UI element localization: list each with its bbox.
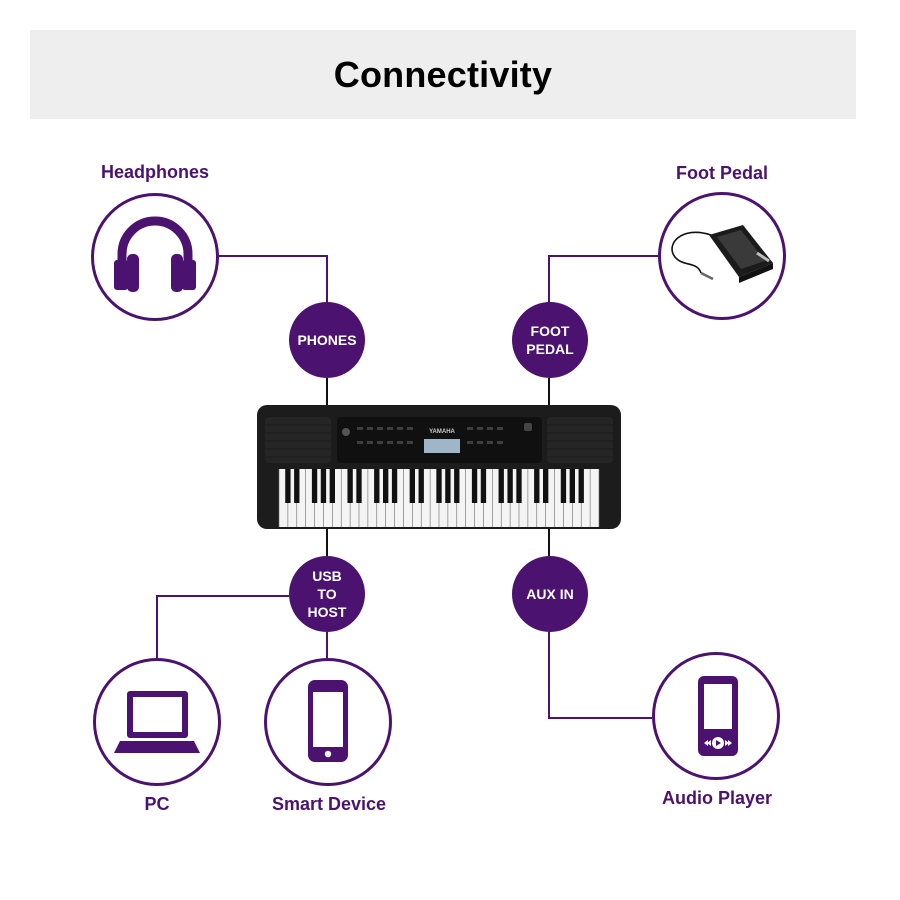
headphones-icon <box>114 216 196 292</box>
headphones-circle <box>91 193 219 321</box>
black-key <box>578 469 584 503</box>
foot-pedal-port-badge: FOOT PEDAL <box>512 302 588 378</box>
black-key <box>320 469 327 503</box>
audio-player-label: Audio Player <box>661 788 773 808</box>
black-key <box>311 469 318 503</box>
pc-circle <box>93 658 221 786</box>
laptop-icon <box>114 691 200 753</box>
black-key <box>374 469 380 503</box>
foot-pedal-connector <box>548 255 660 303</box>
black-key <box>409 469 415 503</box>
black-key <box>329 469 335 503</box>
black-key <box>294 469 300 503</box>
title-banner: Connectivity <box>30 30 856 119</box>
black-key <box>560 469 567 503</box>
foot-pedal-label: Foot Pedal <box>675 163 769 183</box>
page-title: Connectivity <box>333 53 553 95</box>
black-key <box>391 469 398 503</box>
black-key <box>445 469 451 503</box>
black-key <box>471 469 478 503</box>
audio-player-connector <box>548 632 652 719</box>
right-speaker-grille <box>547 417 613 463</box>
black-key <box>436 469 442 503</box>
smartphone-icon <box>308 680 348 762</box>
aux-in-port-badge: AUX IN <box>512 556 588 632</box>
black-key <box>347 469 353 503</box>
foot-pedal-circle <box>658 192 786 320</box>
black-key <box>569 469 575 503</box>
left-speaker-grille <box>265 417 331 463</box>
black-key <box>507 469 513 503</box>
usb-to-host-port-badge: USB TO HOST <box>289 556 365 632</box>
pc-label: PC <box>144 794 170 814</box>
audio-player-circle <box>652 652 780 780</box>
black-key <box>498 469 504 503</box>
black-key <box>543 469 549 503</box>
headphones-label: Headphones <box>100 162 210 182</box>
black-key <box>418 469 424 503</box>
black-key <box>480 469 487 503</box>
lcd-display <box>424 439 460 453</box>
pc-connector <box>156 595 289 658</box>
headphones-connector <box>219 255 328 303</box>
black-key <box>285 469 291 503</box>
smart-device-label: Smart Device <box>271 794 387 814</box>
audio-player-icon <box>698 676 738 756</box>
black-key <box>516 469 522 503</box>
black-key <box>383 469 389 503</box>
black-key <box>356 469 362 503</box>
brand-logo: YAMAHA <box>429 429 455 435</box>
black-key <box>534 469 540 503</box>
foot-pedal-icon <box>671 225 773 283</box>
smart-device-circle <box>264 658 392 786</box>
phones-port-badge: PHONES <box>289 302 365 378</box>
black-key <box>454 469 460 503</box>
keyboard-image: YAMAHA <box>257 405 621 529</box>
